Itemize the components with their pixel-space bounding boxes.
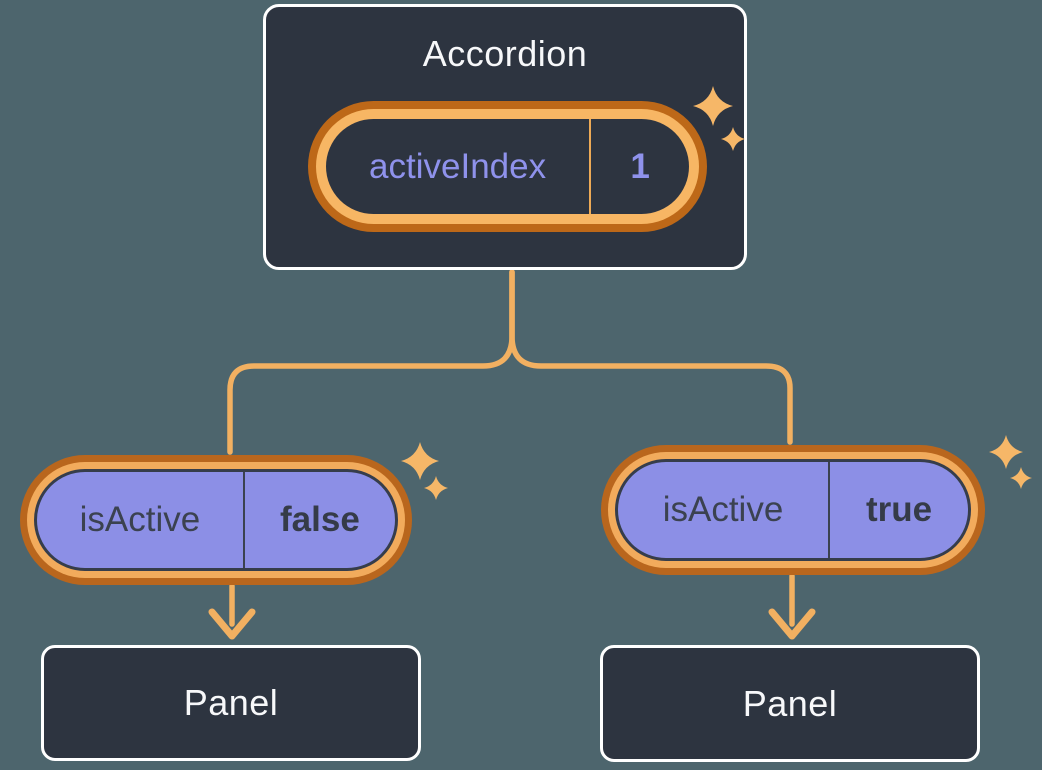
sparkle-icon-right: [989, 435, 1032, 489]
prop-pill-right-divider: [828, 462, 830, 558]
prop-pill-right-value: true: [865, 490, 933, 529]
prop-pill-right-label: isActive: [662, 490, 784, 529]
panel-left-label: Panel: [183, 682, 279, 723]
arrow-down-left-head: [208, 608, 256, 640]
prop-pill-right-ring: isActive true: [608, 452, 978, 568]
prop-pill-left-ring: isActive false: [27, 462, 405, 578]
sparkle-icon-left: [401, 442, 448, 500]
panel-node-right: Panel: [600, 645, 980, 762]
state-pill: activeIndex 1: [308, 101, 707, 232]
state-pill-divider: [589, 119, 592, 214]
panel-node-left: Panel: [41, 645, 421, 761]
panel-right-label: Panel: [742, 682, 838, 724]
prop-pill-left-divider: [242, 472, 245, 568]
accordion-title: Accordion: [422, 33, 588, 74]
connector-branch-right: [509, 269, 793, 445]
connector-branch-left: [227, 269, 515, 455]
arrow-down-right-head: [768, 608, 816, 640]
state-pill-ring: activeIndex 1: [316, 109, 699, 224]
prop-pill-left-label: isActive: [79, 500, 201, 539]
state-pill-label: activeIndex: [369, 146, 547, 186]
prop-pill-right: isActive true: [601, 445, 985, 575]
prop-pill-left-value: false: [280, 500, 360, 539]
state-pill-value: 1: [630, 146, 650, 186]
prop-pill-left: isActive false: [20, 455, 412, 585]
